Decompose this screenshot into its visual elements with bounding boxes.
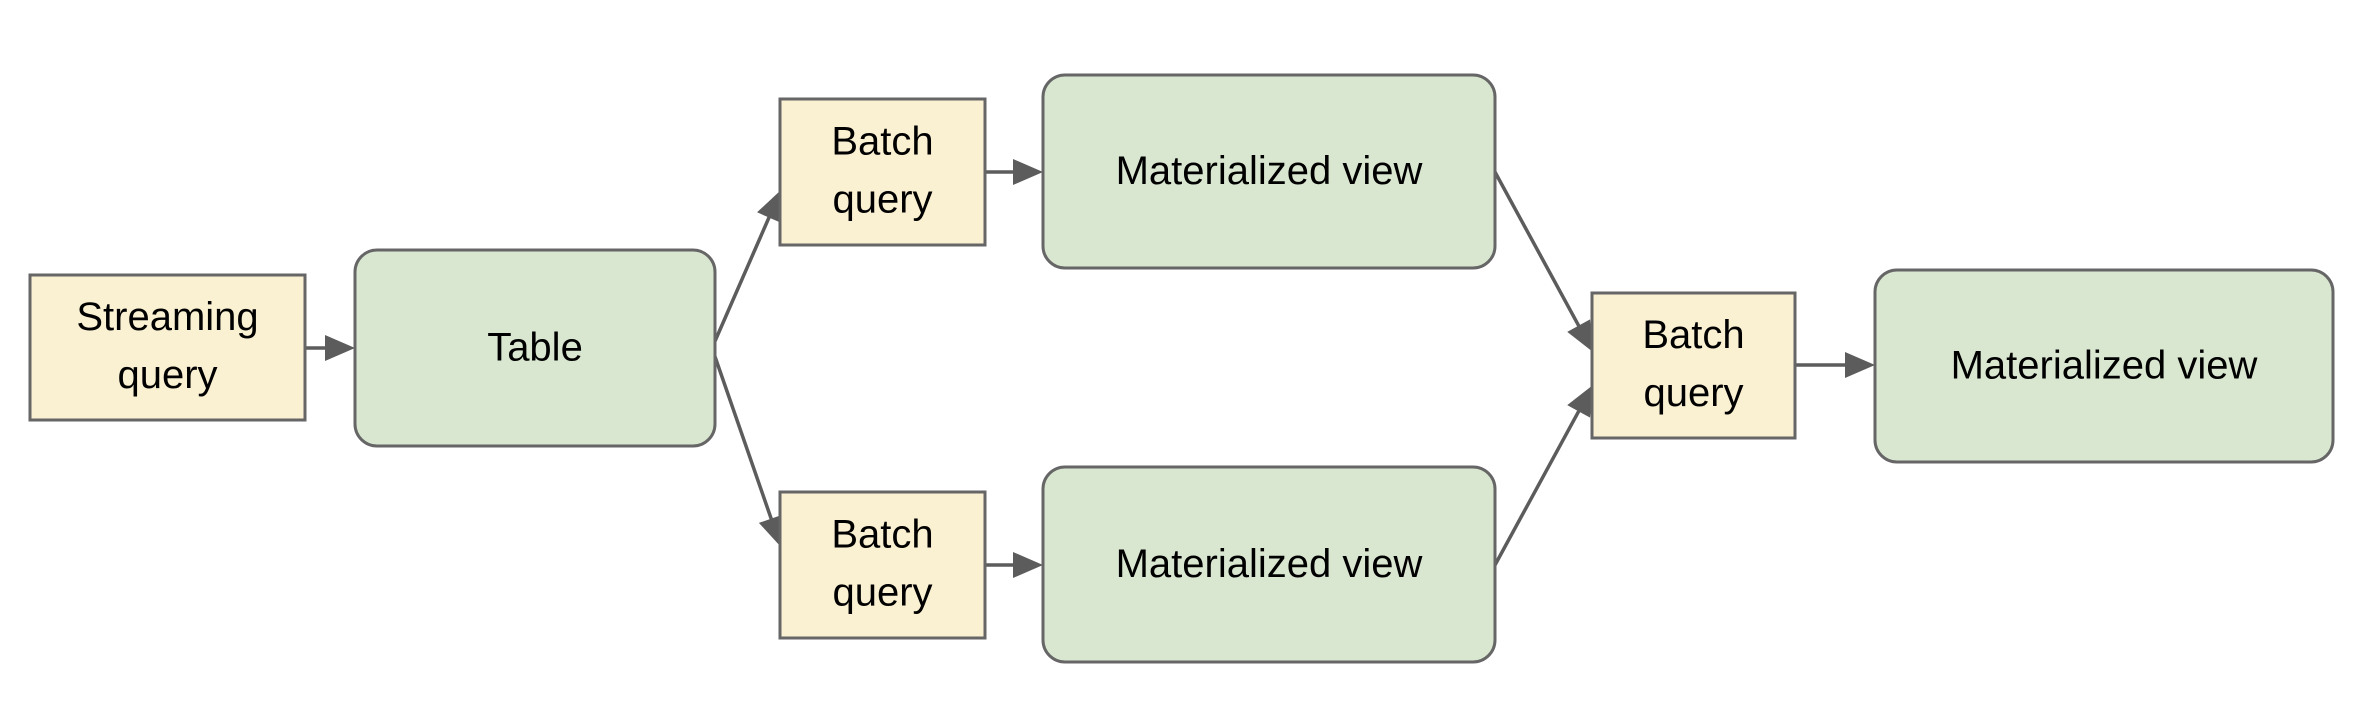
node-materialized-view-top[interactable]: Materialized view	[1041, 73, 1497, 270]
node-label-line2: query	[832, 571, 932, 615]
node-streaming-query[interactable]: Streaming query	[28, 273, 307, 422]
node-shape	[778, 97, 987, 247]
node-batch-query-top[interactable]: Batch query	[778, 97, 987, 247]
node-shape	[1873, 268, 2335, 464]
edge-connector	[1795, 352, 1875, 378]
node-label-line2: query	[832, 178, 932, 222]
node-label: Materialized view	[1951, 344, 2258, 388]
node-layer: StreamingqueryTableBatchqueryMaterialize…	[28, 73, 2335, 664]
node-shape	[1041, 73, 1497, 270]
node-shape	[28, 273, 307, 422]
node-batch-query-bottom[interactable]: Batch query	[778, 490, 987, 640]
node-batch-query-join[interactable]: Batch query	[1590, 291, 1797, 440]
node-label-line1: Batch	[1642, 313, 1744, 357]
edge-connector	[305, 335, 355, 361]
node-label-line1: Streaming	[76, 295, 258, 339]
edge-connector	[1493, 171, 1593, 352]
edge-connector	[985, 159, 1043, 185]
node-label-line1: Batch	[831, 513, 933, 557]
node-shape	[778, 490, 987, 640]
node-label-line1: Batch	[831, 120, 933, 164]
node-materialized-view-bottom[interactable]: Materialized view	[1041, 465, 1497, 664]
node-shape	[1041, 465, 1497, 664]
node-label: Materialized view	[1116, 149, 1423, 193]
node-label: Materialized view	[1116, 542, 1423, 586]
node-materialized-view-final[interactable]: Materialized view	[1873, 268, 2335, 464]
node-label-line2: query	[117, 353, 217, 397]
edge-layer	[305, 159, 1875, 578]
edge-connector	[1493, 385, 1593, 566]
node-table[interactable]: Table	[353, 248, 717, 448]
node-shape	[1590, 291, 1797, 440]
edge-connector	[985, 552, 1043, 578]
node-shape	[353, 248, 717, 448]
edge-connector	[710, 190, 781, 349]
edge-connector	[710, 347, 784, 547]
node-label-line2: query	[1643, 371, 1743, 415]
node-label: Table	[487, 326, 583, 370]
